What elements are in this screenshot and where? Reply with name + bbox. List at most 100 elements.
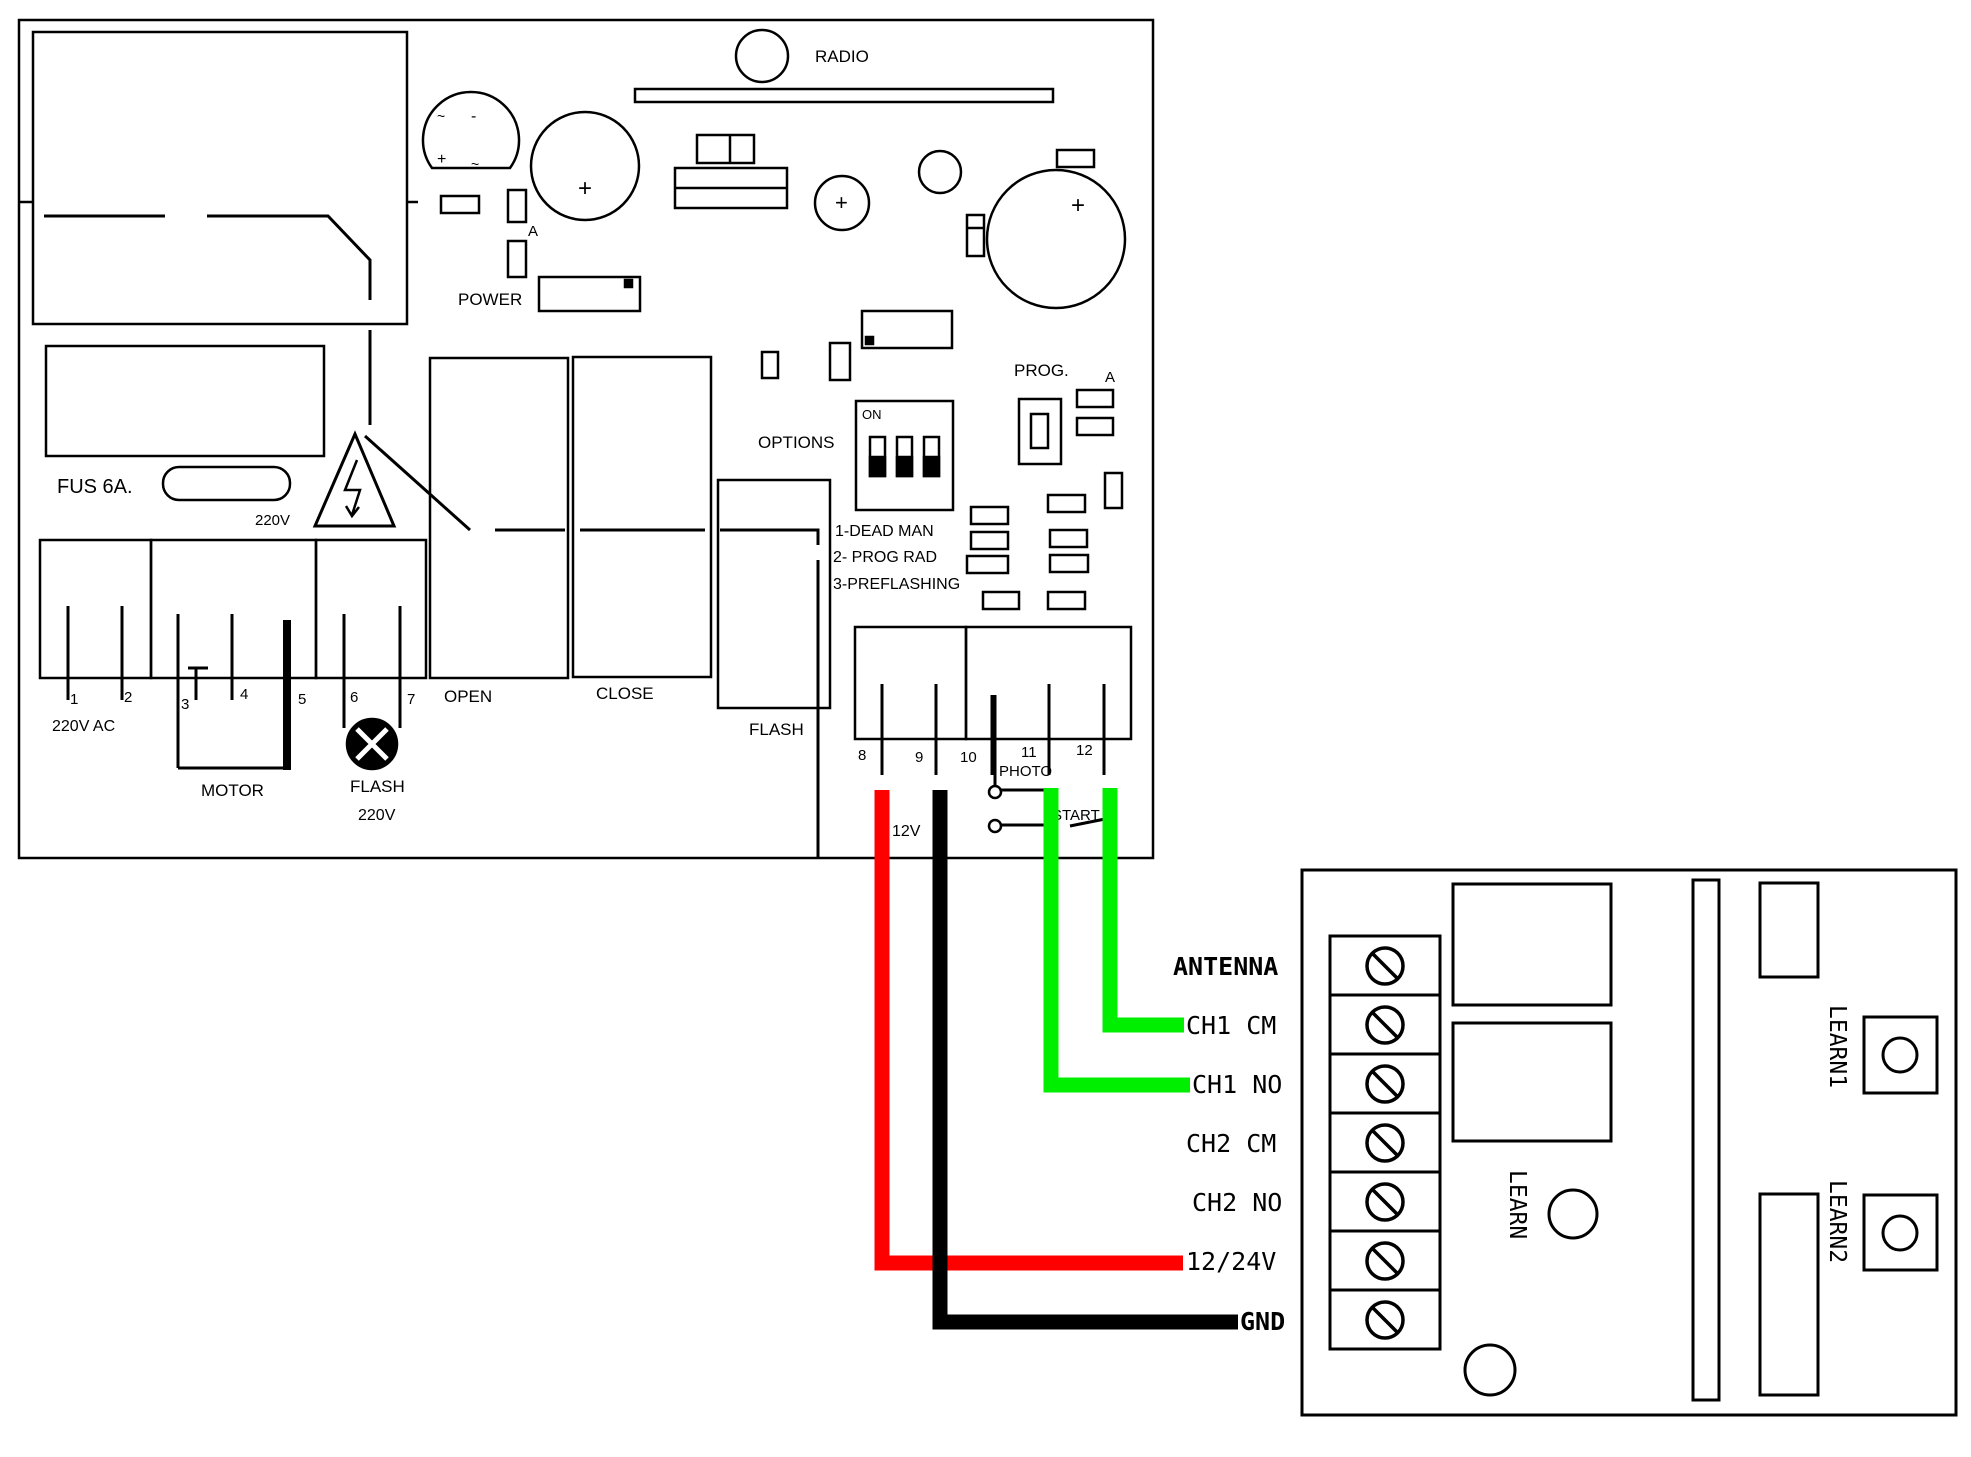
receiver-relay-2: [1451, 1021, 1613, 1143]
transformer: [31, 30, 409, 326]
a-label-top: A: [528, 223, 538, 240]
terminal-antenna: ANTENNA: [1173, 952, 1278, 981]
terminal-6: 6: [350, 689, 358, 706]
label-220vac: 220V AC: [52, 718, 115, 735]
dip-switch-block: [854, 399, 955, 512]
bridge-rectifier: [421, 90, 521, 170]
high-voltage-warning-icon: [312, 430, 397, 528]
terminal-block-flash: [314, 538, 428, 680]
wires: [874, 788, 1238, 1330]
learn2-label: LEARN2: [1824, 1180, 1850, 1263]
learn1-button[interactable]: [1862, 1015, 1939, 1095]
radio-module-icon: [734, 28, 790, 84]
label-12v: 12V: [892, 823, 921, 840]
fuse-voltage-label: 220V: [255, 512, 290, 529]
receiver-outline: [1300, 868, 1958, 1417]
controller-labels: RADIO POWER A FUS 6A. 220V OPTIONS PROG.…: [52, 47, 1115, 840]
capacitor-large: [985, 168, 1127, 310]
relay-open-label: OPEN: [444, 687, 492, 706]
screw-icon: [1365, 1005, 1405, 1045]
learn1-label: LEARN1: [1824, 1005, 1850, 1088]
receiver-module: [1300, 868, 1958, 1417]
wire-gnd-black: [932, 790, 1238, 1330]
options-label: OPTIONS: [758, 433, 835, 452]
terminal-ch2-no: CH2 NO: [1192, 1188, 1282, 1217]
wire-ch1-no-green: [1043, 788, 1190, 1093]
screw-icon: [1365, 1064, 1405, 1104]
screw-icon: [1365, 1123, 1405, 1163]
fuse-holder: [161, 465, 292, 502]
terminal-5: 5: [298, 691, 306, 708]
receiver-terminal-block: [1328, 934, 1442, 1351]
terminal-11: 11: [1021, 744, 1037, 761]
terminal-ch1-no: CH1 NO: [1192, 1070, 1282, 1099]
terminal-12-24v: 12/24V: [1186, 1247, 1276, 1276]
terminal-block-left: [38, 538, 153, 680]
receiver-component-bottom: [1758, 1192, 1820, 1397]
capacitor-1: [529, 110, 641, 222]
terminal-gnd: GND: [1240, 1307, 1285, 1336]
receiver-screws: [1365, 946, 1405, 1340]
relay-flash-label: FLASH: [749, 720, 804, 739]
receiver-component-top: [1758, 881, 1820, 979]
terminal-ch1-cm: CH1 CM: [1186, 1011, 1276, 1040]
learn2-button[interactable]: [1862, 1193, 1939, 1272]
bridge-plus-label: +: [437, 151, 446, 168]
label-motor: MOTOR: [201, 781, 264, 800]
learn-label: LEARN: [1504, 1170, 1530, 1239]
prog-button[interactable]: [1017, 397, 1063, 466]
capacitor-large-plus: +: [1071, 192, 1085, 219]
option-2-label: 2- PROG RAD: [833, 549, 937, 566]
terminal-8: 8: [858, 747, 866, 764]
radio-slot: [633, 87, 1055, 104]
learn-led-icon: [1547, 1188, 1599, 1240]
screw-icon: [1365, 1300, 1405, 1340]
relay-close-label: CLOSE: [596, 684, 654, 703]
terminal-10: 10: [960, 749, 977, 766]
transformer-line: [44, 214, 372, 300]
screw-icon: [1365, 946, 1405, 986]
capacitor-small: [917, 149, 963, 195]
option-3-label: 3-PREFLASHING: [833, 576, 960, 593]
lightning-bolt-icon: [343, 459, 362, 519]
fuse-label: FUS 6A.: [57, 476, 133, 498]
capacitor-2-plus: +: [835, 190, 848, 215]
relay-flash: [716, 478, 832, 710]
screw-icon: [1365, 1241, 1405, 1281]
receiver-labels: ANTENNA CH1 CM CH1 NO CH2 CM CH2 NO 12/2…: [1173, 952, 1850, 1336]
power-indicator: [537, 275, 642, 313]
controller-board: [17, 18, 1155, 860]
terminal-1: 1: [70, 691, 78, 708]
terminal-2: 2: [124, 689, 132, 706]
receiver-hole-icon: [1463, 1343, 1517, 1397]
power-label: POWER: [458, 290, 522, 309]
terminal-block-low-voltage-left: [853, 625, 968, 741]
bridge-minus-label: -: [471, 108, 476, 125]
terminal-ch2-cm: CH2 CM: [1186, 1129, 1276, 1158]
terminal-3: 3: [181, 696, 189, 713]
relay-close: [571, 355, 713, 679]
a-label-prog: A: [1105, 369, 1115, 386]
receiver-relay-1: [1451, 882, 1613, 1007]
label-flash-voltage: 220V: [358, 807, 396, 824]
dip-on-label: ON: [862, 407, 882, 422]
capacitor-1-plus: +: [578, 175, 592, 202]
label-photo: PHOTO: [999, 763, 1052, 780]
terminal-7: 7: [407, 691, 415, 708]
receiver-strip: [1691, 878, 1721, 1402]
terminal-9: 9: [915, 749, 923, 766]
radio-label: RADIO: [815, 47, 869, 66]
option-1-label: 1-DEAD MAN: [835, 523, 934, 540]
bridge-ac2-label: ~: [471, 156, 479, 172]
label-flash-lamp: FLASH: [350, 777, 405, 796]
wire-12v-red: [874, 790, 1183, 1271]
bridge-ac1-label: ~: [437, 108, 445, 124]
screw-icon: [1365, 1182, 1405, 1222]
terminal-4: 4: [240, 686, 248, 703]
terminal-12: 12: [1076, 742, 1093, 759]
relay-open: [428, 356, 570, 680]
fuse-block: [44, 344, 326, 458]
prog-label: PROG.: [1014, 361, 1069, 380]
wire-ch1-cm-green: [1102, 788, 1184, 1033]
